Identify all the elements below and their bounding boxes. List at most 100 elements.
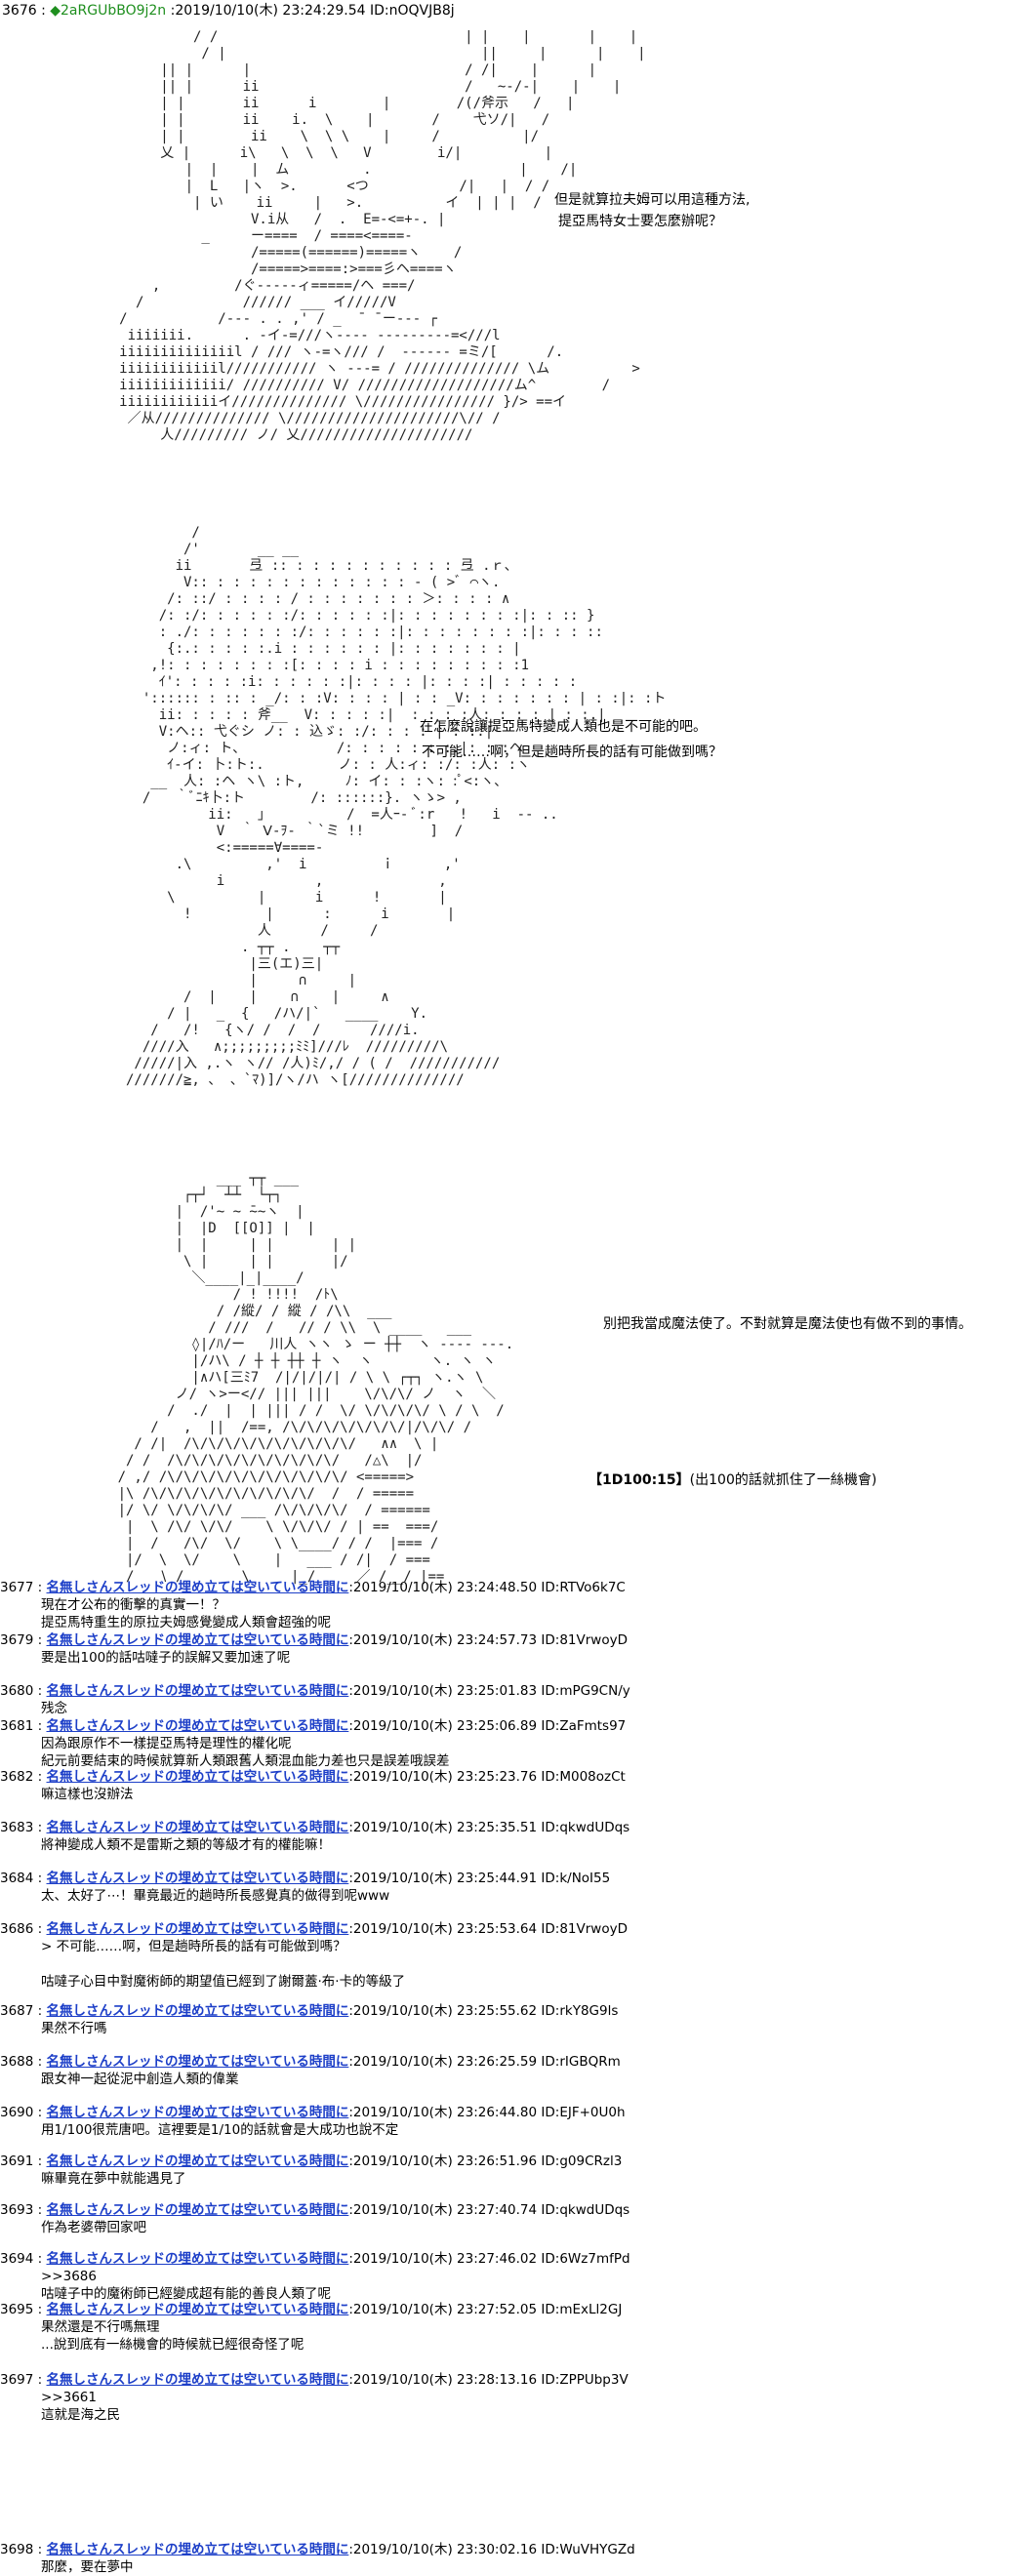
- poster-name-link[interactable]: 名無しさんスレッドの埋め立ては空いている時間に: [46, 1921, 349, 1937]
- post-meta: :2019/10/10(木) 23:26:51.96 ID:g09CRzl3: [348, 2153, 623, 2169]
- reply-post: 3680 : 名無しさんスレッドの埋め立ては空いている時間に:2019/10/1…: [0, 1682, 1015, 1717]
- reply-post: 3686 : 名無しさんスレッドの埋め立ては空いている時間に:2019/10/1…: [0, 1920, 1015, 1991]
- post-number: 3680 :: [0, 1683, 47, 1699]
- ascii-art-panel-1: / / | | | | | / | || | | | || | | / /| |…: [119, 29, 646, 443]
- post-meta: :2019/10/10(木) 23:25:01.83 ID:mPG9CN/y: [348, 1683, 630, 1699]
- post-body: >>3686 咕噠子中的魔術師已經變成超有能的善良人類了呢: [41, 2269, 331, 2302]
- trip-code: ◆2aRGUbBO9j2n: [50, 3, 167, 19]
- dice-text: (出100的話就抓住了一絲機會): [689, 1472, 877, 1488]
- post-meta: :2019/10/10(木) 23:27:46.02 ID:6Wz7mfPd: [348, 2251, 630, 2267]
- post-body: 果然還是不行嗎無理 ...說到底有一絲機會的時候就已經很奇怪了呢: [41, 2319, 304, 2353]
- post-number: 3687 :: [0, 2003, 47, 2019]
- post-meta: :2019/10/10(木) 23:26:44.80 ID:EJF+0U0h: [348, 2105, 626, 2120]
- post-number: 3677 :: [0, 1580, 47, 1595]
- post-meta: :2019/10/10(木) 23:24:48.50 ID:RTVo6k7C: [348, 1580, 626, 1595]
- poster-name-link[interactable]: 名無しさんスレッドの埋め立ては空いている時間に: [46, 2153, 349, 2169]
- post-header: 3680 : 名無しさんスレッドの埋め立ては空いている時間に:2019/10/1…: [0, 1682, 1015, 1700]
- post-meta: :2019/10/10(木) 23:25:06.89 ID:ZaFmts97: [348, 1718, 627, 1734]
- ascii-art-panel-2: / /' __ __ ii 弖 :: : : : : : : : : : : 弖…: [126, 525, 667, 1088]
- post-body: 用1/100很荒唐吧。這裡要是1/10的話就會是大成功也說不定: [41, 2122, 399, 2138]
- post-meta: :2019/10/10(木) 23:27:52.05 ID:mExLl2GJ: [348, 2302, 623, 2317]
- post-number: 3676 :: [2, 3, 46, 19]
- post-body: > 不可能……啊，但是趟時所長的話有可能做到嗎？ 咕噠子心目中對魔術師的期望值已…: [41, 1939, 406, 1990]
- post-body: 嘛畢竟在夢中就能遇見了: [41, 2171, 186, 2187]
- post-number: 3691 :: [0, 2153, 47, 2169]
- post-header: 3693 : 名無しさんスレッドの埋め立ては空いている時間に:2019/10/1…: [0, 2201, 1015, 2219]
- post-body: 那麼，要在夢中: [41, 2559, 134, 2575]
- reply-post: 3677 : 名無しさんスレッドの埋め立ては空いている時間に:2019/10/1…: [0, 1579, 1015, 1631]
- dialog-block-3: 別把我當成魔法使了。不對就算是魔法使也有做不到的事情。: [603, 1313, 972, 1335]
- post-header: 3686 : 名無しさんスレッドの埋め立ては空いている時間に:2019/10/1…: [0, 1920, 1015, 1938]
- post-header: 3697 : 名無しさんスレッドの埋め立ては空いている時間に:2019/10/1…: [0, 2371, 1015, 2389]
- top-post-header: 3676 : ◆2aRGUbBO9j2n :2019/10/10(木) 23:2…: [2, 0, 455, 20]
- dialog-line: 別把我當成魔法使了。不對就算是魔法使也有做不到的事情。: [603, 1316, 972, 1332]
- post-body: 嘛這樣也沒辦法: [41, 1787, 134, 1802]
- post-header: 3679 : 名無しさんスレッドの埋め立ては空いている時間に:2019/10/1…: [0, 1631, 1015, 1649]
- post-number: 3694 :: [0, 2251, 47, 2267]
- reply-post: 3694 : 名無しさんスレッドの埋め立ては空いている時間に:2019/10/1…: [0, 2250, 1015, 2303]
- post-meta: :2019/10/10(木) 23:24:57.73 ID:81VrwoyD: [348, 1632, 628, 1648]
- post-body: 跟女神一起從泥中創造人類的偉業: [41, 2072, 239, 2087]
- dialog-line: 但是就算拉夫姆可以用這種方法,: [554, 192, 751, 208]
- post-header: 3677 : 名無しさんスレッドの埋め立ては空いている時間に:2019/10/1…: [0, 1579, 1015, 1596]
- dialog-block-1: 但是就算拉夫姆可以用這種方法, 提亞馬特女士要怎麼辦呢？: [554, 189, 750, 232]
- reply-post: 3679 : 名無しさんスレッドの埋め立ては空いている時間に:2019/10/1…: [0, 1631, 1015, 1667]
- post-header: 3687 : 名無しさんスレッドの埋め立ては空いている時間に:2019/10/1…: [0, 2002, 1015, 2020]
- poster-name-link[interactable]: 名無しさんスレッドの埋め立ては空いている時間に: [46, 1871, 349, 1886]
- poster-name-link[interactable]: 名無しさんスレッドの埋め立ては空いている時間に: [46, 1769, 349, 1785]
- poster-name-link[interactable]: 名無しさんスレッドの埋め立ては空いている時間に: [46, 1718, 349, 1734]
- post-body: 將神變成人類不是雷斯之類的等級才有的權能嘛！: [41, 1837, 331, 1853]
- post-header: 3684 : 名無しさんスレッドの埋め立ては空いている時間に:2019/10/1…: [0, 1870, 1015, 1887]
- post-header: 3681 : 名無しさんスレッドの埋め立ては空いている時間に:2019/10/1…: [0, 1717, 1015, 1735]
- post-number: 3695 :: [0, 2302, 47, 2317]
- poster-name-link[interactable]: 名無しさんスレッドの埋め立ては空いている時間に: [46, 1632, 349, 1648]
- poster-name-link[interactable]: 名無しさんスレッドの埋め立ては空いている時間に: [46, 1580, 349, 1595]
- post-meta: :2019/10/10(木) 23:28:13.16 ID:ZPPUbp3V: [348, 2372, 629, 2388]
- post-number: 3684 :: [0, 1871, 47, 1886]
- post-number: 3693 :: [0, 2202, 47, 2218]
- poster-name-link[interactable]: 名無しさんスレッドの埋め立ては空いている時間に: [46, 2105, 349, 2120]
- post-body: 要是出100的話咕噠子的誤解又要加速了呢: [41, 1650, 291, 1666]
- dialog-line: 提亞馬特女士要怎麼辦呢？: [558, 214, 722, 229]
- post-meta: :2019/10/10(木) 23:30:02.16 ID:WuVHYGZd: [348, 2542, 635, 2557]
- poster-name-link[interactable]: 名無しさんスレッドの埋め立ては空いている時間に: [46, 2542, 349, 2557]
- post-number: 3690 :: [0, 2105, 47, 2120]
- reply-post: 3691 : 名無しさんスレッドの埋め立ては空いている時間に:2019/10/1…: [0, 2153, 1015, 2188]
- post-number: 3698 :: [0, 2542, 47, 2557]
- post-header: 3698 : 名無しさんスレッドの埋め立ては空いている時間に:2019/10/1…: [0, 2541, 1015, 2558]
- poster-name-link[interactable]: 名無しさんスレッドの埋め立ては空いている時間に: [46, 1683, 349, 1699]
- post-meta: :2019/10/10(木) 23:25:23.76 ID:M008ozCt: [348, 1769, 626, 1785]
- post-id: ID:nOQVJB8j: [370, 3, 455, 19]
- reply-post: 3681 : 名無しさんスレッドの埋め立ては空いている時間に:2019/10/1…: [0, 1717, 1015, 1770]
- post-meta: :2019/10/10(木) 23:25:44.91 ID:k/NoI55: [348, 1871, 611, 1886]
- poster-name-link[interactable]: 名無しさんスレッドの埋め立ては空いている時間に: [46, 2202, 349, 2218]
- reply-post: 3695 : 名無しさんスレッドの埋め立ては空いている時間に:2019/10/1…: [0, 2301, 1015, 2354]
- post-header: 3682 : 名無しさんスレッドの埋め立ては空いている時間に:2019/10/1…: [0, 1768, 1015, 1786]
- dice-roll-result: 【1D100:15】(出100的話就抓住了一絲機會): [589, 1469, 876, 1489]
- reply-post: 3693 : 名無しさんスレッドの埋め立ては空いている時間に:2019/10/1…: [0, 2201, 1015, 2236]
- poster-name-link[interactable]: 名無しさんスレッドの埋め立ては空いている時間に: [46, 2302, 349, 2317]
- post-datetime: :2019/10/10(木) 23:24:29.54: [170, 3, 366, 19]
- post-header: 3683 : 名無しさんスレッドの埋め立ては空いている時間に:2019/10/1…: [0, 1819, 1015, 1836]
- post-meta: :2019/10/10(木) 23:27:40.74 ID:qkwdUDqs: [348, 2202, 630, 2218]
- post-number: 3679 :: [0, 1632, 47, 1648]
- poster-name-link[interactable]: 名無しさんスレッドの埋め立ては空いている時間に: [46, 2372, 349, 2388]
- post-number: 3682 :: [0, 1769, 47, 1785]
- reply-post: 3688 : 名無しさんスレッドの埋め立ては空いている時間に:2019/10/1…: [0, 2053, 1015, 2088]
- post-meta: :2019/10/10(木) 23:25:55.62 ID:rkY8G9ls: [348, 2003, 619, 2019]
- post-header: 3694 : 名無しさんスレッドの埋め立ては空いている時間に:2019/10/1…: [0, 2250, 1015, 2268]
- poster-name-link[interactable]: 名無しさんスレッドの埋め立ては空いている時間に: [46, 2054, 349, 2070]
- reply-post: 3682 : 名無しさんスレッドの埋め立ては空いている時間に:2019/10/1…: [0, 1768, 1015, 1803]
- post-number: 3688 :: [0, 2054, 47, 2070]
- post-header: 3695 : 名無しさんスレッドの埋め立ては空いている時間に:2019/10/1…: [0, 2301, 1015, 2318]
- post-body: 太、太好了⋯！畢竟最近的趟時所長感覺真的做得到呢www: [41, 1888, 390, 1904]
- post-number: 3686 :: [0, 1921, 47, 1937]
- post-header: 3688 : 名無しさんスレッドの埋め立ては空いている時間に:2019/10/1…: [0, 2053, 1015, 2071]
- post-meta: :2019/10/10(木) 23:25:35.51 ID:qkwdUDqs: [348, 1820, 630, 1835]
- poster-name-link[interactable]: 名無しさんスレッドの埋め立ては空いている時間に: [46, 2251, 349, 2267]
- poster-name-link[interactable]: 名無しさんスレッドの埋め立ては空いている時間に: [46, 2003, 349, 2019]
- dialog-block-2: 在怎麼說讓提亞馬特變成人類也是不可能的吧。 不可能……啊，但是趟時所長的話有可能…: [420, 716, 722, 763]
- poster-name-link[interactable]: 名無しさんスレッドの埋め立ては空いている時間に: [46, 1820, 349, 1835]
- reply-post: 3698 : 名無しさんスレッドの埋め立ては空いている時間に:2019/10/1…: [0, 2541, 1015, 2576]
- reply-post: 3697 : 名無しさんスレッドの埋め立ては空いている時間に:2019/10/1…: [0, 2371, 1015, 2424]
